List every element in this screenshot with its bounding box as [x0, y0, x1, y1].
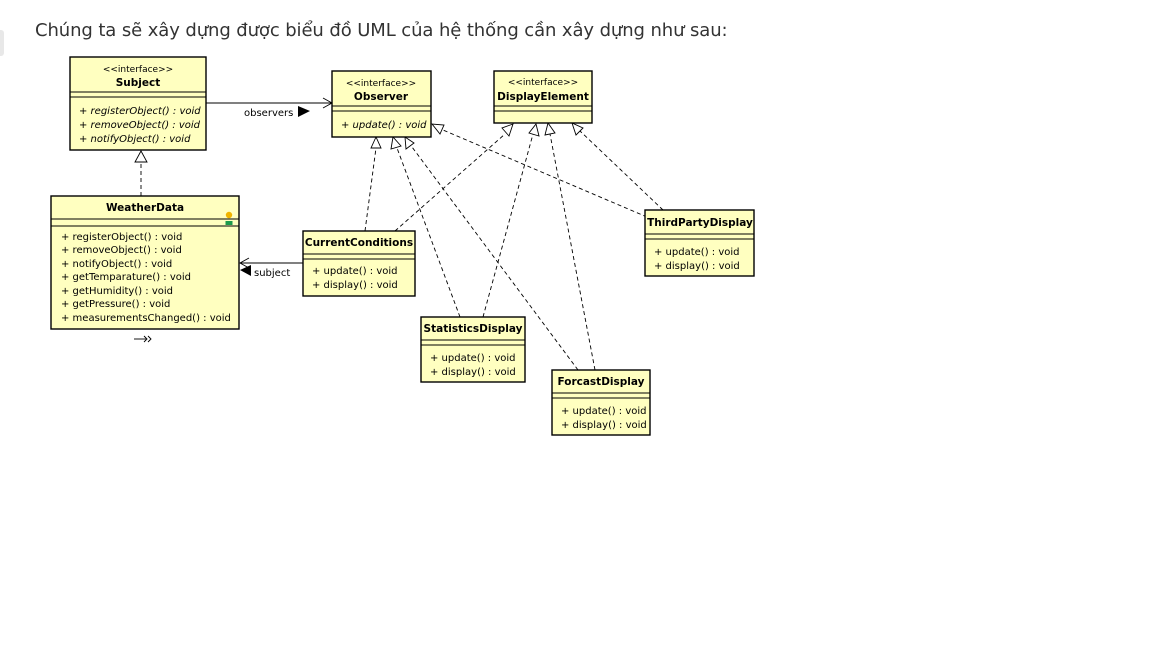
forcastdisplay-operation: + update() : void — [561, 406, 646, 417]
realization-arrowhead — [528, 122, 540, 137]
subject-class-name: Subject — [116, 77, 161, 89]
weatherdata-operation: + registerObject() : void — [61, 232, 182, 243]
weatherdata-operation: + getHumidity() : void — [61, 286, 173, 297]
weatherdata-operation: + notifyObject() : void — [61, 259, 172, 270]
thirdpartydisplay-operation: + update() : void — [654, 247, 739, 258]
left-edge-marker — [0, 30, 4, 56]
realization-arrowhead — [544, 121, 556, 136]
realization-currentconditions-displayelement — [394, 133, 506, 232]
weatherdata-operation: + measurementsChanged() : void — [61, 313, 231, 324]
realization-thirdpartydisplay-displayelement — [579, 130, 664, 211]
realization-forcastdisplay-displayelement — [549, 133, 596, 371]
weatherdata-operation: + getPressure() : void — [61, 299, 170, 310]
realization-arrowhead — [571, 122, 584, 136]
displayelement-stereotype: <<interface>> — [508, 78, 578, 88]
currentconditions-class-name: CurrentConditions — [305, 237, 413, 249]
class-display-element: <<interface>> DisplayElement — [493, 70, 593, 124]
realization-arrowhead — [390, 135, 402, 150]
statisticsdisplay-operation: + display() : void — [430, 367, 516, 378]
class-statisticsdisplay: StatisticsDisplay + update() : void + di… — [420, 316, 526, 383]
weatherdata-operation: + getTemparature() : void — [61, 272, 191, 283]
forcastdisplay-operation: + display() : void — [561, 420, 647, 431]
statisticsdisplay-class-name: StatisticsDisplay — [424, 323, 523, 335]
statisticsdisplay-operation: + update() : void — [430, 353, 515, 364]
class-subject: <<interface>> Subject + registerObject()… — [69, 56, 207, 151]
thirdpartydisplay-class-name: ThirdPartyDisplay — [647, 217, 753, 229]
forcastdisplay-class-name: ForcastDisplay — [557, 376, 644, 388]
relationship-lines — [134, 97, 664, 371]
subject-stereotype: <<interface>> — [103, 65, 173, 75]
currentconditions-operation: + display() : void — [312, 280, 398, 291]
realization-thirdpartydisplay-observer — [442, 129, 648, 218]
observer-stereotype: <<interface>> — [346, 79, 416, 89]
subject-operation: + registerObject() : void — [79, 106, 201, 117]
double-arrow-icon — [134, 335, 152, 343]
weatherdata-operation: + removeObject() : void — [61, 245, 182, 256]
observer-class-name: Observer — [354, 91, 409, 103]
subject-role-label: subject — [254, 268, 290, 279]
class-weatherdata: WeatherData + registerObject() : void + … — [50, 195, 240, 330]
association-open-arrow — [239, 257, 250, 269]
displayelement-class-name: DisplayElement — [497, 91, 589, 103]
intro-paragraph: Chúng ta sẽ xây dựng được biểu đồ UML củ… — [35, 20, 728, 41]
realization-arrowhead — [430, 123, 445, 135]
weatherdata-class-name: WeatherData — [106, 202, 184, 214]
class-forcastdisplay: ForcastDisplay + update() : void + displ… — [551, 369, 651, 436]
observers-direction-icon — [298, 106, 310, 117]
class-status-icon-base — [225, 221, 233, 225]
realization-forcastdisplay-observer — [411, 146, 579, 371]
subject-direction-icon — [240, 265, 251, 276]
observer-operation: + update() : void — [341, 120, 427, 131]
realization-arrowhead — [134, 150, 148, 163]
class-currentconditions: CurrentConditions + update() : void + di… — [302, 230, 416, 297]
realization-arrowhead — [501, 123, 514, 137]
class-status-icon — [225, 211, 233, 219]
observers-role-label: observers — [244, 108, 293, 119]
class-thirdpartydisplay: ThirdPartyDisplay + update() : void + di… — [644, 209, 755, 277]
realization-statisticsdisplay-displayelement — [482, 133, 534, 318]
thirdpartydisplay-operation: + display() : void — [654, 261, 740, 272]
realization-statisticsdisplay-observer — [396, 147, 461, 318]
currentconditions-operation: + update() : void — [312, 266, 397, 277]
subject-operation: + removeObject() : void — [79, 120, 201, 131]
realization-currentconditions-observer — [364, 147, 377, 232]
realization-arrowhead — [370, 135, 382, 149]
class-observer: <<interface>> Observer + update() : void — [331, 70, 432, 138]
subject-operation: + notifyObject() : void — [79, 134, 191, 145]
realization-arrowhead — [404, 136, 415, 150]
